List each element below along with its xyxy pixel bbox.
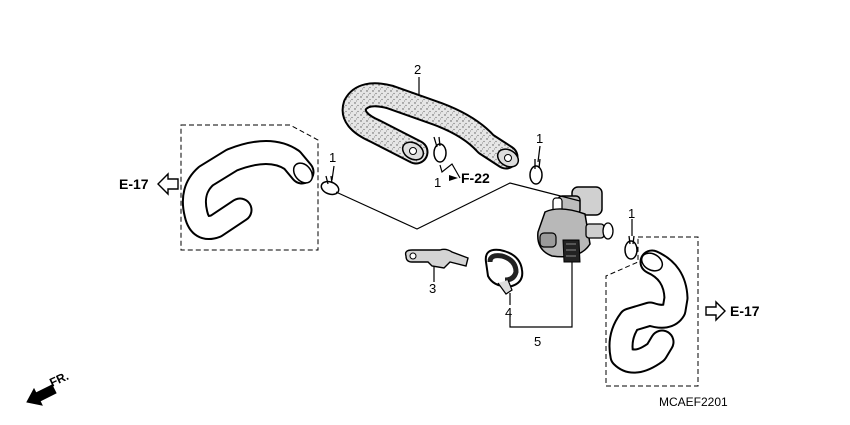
- callout-part-1-left: 1: [329, 150, 336, 165]
- callout-part-5: 5: [534, 334, 541, 349]
- leader-part-5: [509, 262, 573, 328]
- leader-part-1-left: [331, 165, 335, 181]
- f22-reference: F-22: [449, 170, 490, 186]
- callout-part-4: 4: [505, 305, 512, 320]
- e17-right-reference: E-17: [705, 300, 760, 322]
- f22-label: F-22: [461, 170, 490, 186]
- e17-left-arrow-icon: [157, 172, 179, 196]
- clip-left: [320, 175, 340, 196]
- main-hose: [341, 82, 520, 170]
- leader-left-to-valve: [335, 182, 581, 230]
- callout-part-3: 3: [429, 281, 436, 296]
- e17-right-label: E-17: [730, 303, 760, 319]
- diagram-code: MCAEF2201: [659, 395, 728, 409]
- right-hose: [608, 249, 689, 374]
- leader-part-1-top: [537, 145, 541, 163]
- clip-top-right: [529, 158, 543, 185]
- callout-part-1-right: 1: [628, 206, 635, 221]
- air-injection-valve: [537, 186, 614, 263]
- callout-part-2: 2: [414, 62, 421, 77]
- callout-part-1-top: 1: [536, 131, 543, 146]
- front-label: FR.: [47, 369, 70, 390]
- left-hose-group-box: [180, 124, 319, 251]
- front-direction-indicator: FR.: [26, 369, 71, 406]
- front-arrow-icon: [26, 384, 57, 406]
- e17-left-reference: E-17: [119, 172, 179, 196]
- band-strap: [484, 248, 524, 295]
- right-hose-group-box: [605, 236, 699, 387]
- e17-right-arrow-icon: [705, 300, 726, 322]
- left-hose: [181, 140, 315, 240]
- f22-arrow-icon: [449, 175, 458, 181]
- clip-top-left: [433, 136, 447, 163]
- clip-right: [624, 235, 638, 260]
- bracket: [404, 248, 469, 269]
- e17-left-label: E-17: [119, 176, 149, 192]
- callout-part-1-bottom: 1: [434, 175, 441, 190]
- leader-part-1-bottom: [439, 163, 461, 179]
